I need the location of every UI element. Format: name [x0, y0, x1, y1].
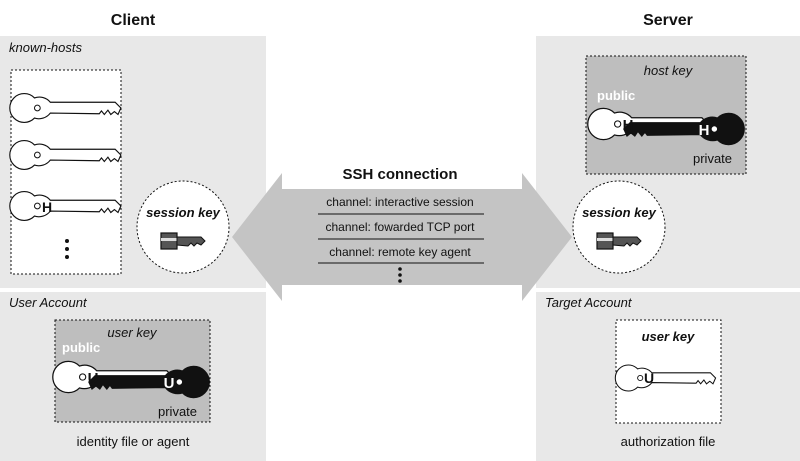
- client-session-key-circle: [136, 180, 230, 274]
- client-title: Client: [111, 12, 156, 29]
- client-public-label: public: [62, 340, 100, 355]
- server-session-key-circle: [572, 180, 666, 274]
- client-private-label: private: [158, 404, 197, 419]
- server-user-key-letter: U: [644, 370, 654, 386]
- server-title: Server: [643, 12, 693, 29]
- channel-more-ellipsis: [398, 267, 402, 283]
- ssh-connection-title: SSH connection: [342, 166, 457, 183]
- authorization-file-caption: authorization file: [621, 434, 716, 449]
- channel-remote-key-agent: channel: remote key agent: [329, 245, 471, 259]
- channel-forwarded-tcp-port: channel: fowarded TCP port: [326, 220, 476, 234]
- client-public-key-letter: U: [88, 370, 99, 387]
- ssh-connection-arrow: [232, 173, 572, 301]
- client-session-key-label: session key: [146, 205, 220, 220]
- identity-file-caption: identity file or agent: [77, 434, 190, 449]
- known-host-key-letter: H: [42, 199, 52, 215]
- known-hosts-more-ellipsis: [65, 239, 69, 259]
- server-public-key-letter: H: [623, 117, 634, 134]
- client-user-key-label: user key: [107, 325, 158, 340]
- known-hosts-label: known-hosts: [9, 40, 82, 55]
- channel-interactive-session: channel: interactive session: [326, 195, 473, 209]
- server-session-key-label: session key: [582, 205, 656, 220]
- server-host-key-label: host key: [644, 63, 694, 78]
- server-private-label: private: [693, 151, 732, 166]
- server-user-key-label: user key: [642, 329, 696, 344]
- client-private-key-letter: U: [164, 375, 175, 392]
- target-account-label: Target Account: [545, 295, 633, 310]
- server-private-key-letter: H: [699, 122, 710, 139]
- server-public-label: public: [597, 88, 635, 103]
- user-account-label: User Account: [9, 295, 88, 310]
